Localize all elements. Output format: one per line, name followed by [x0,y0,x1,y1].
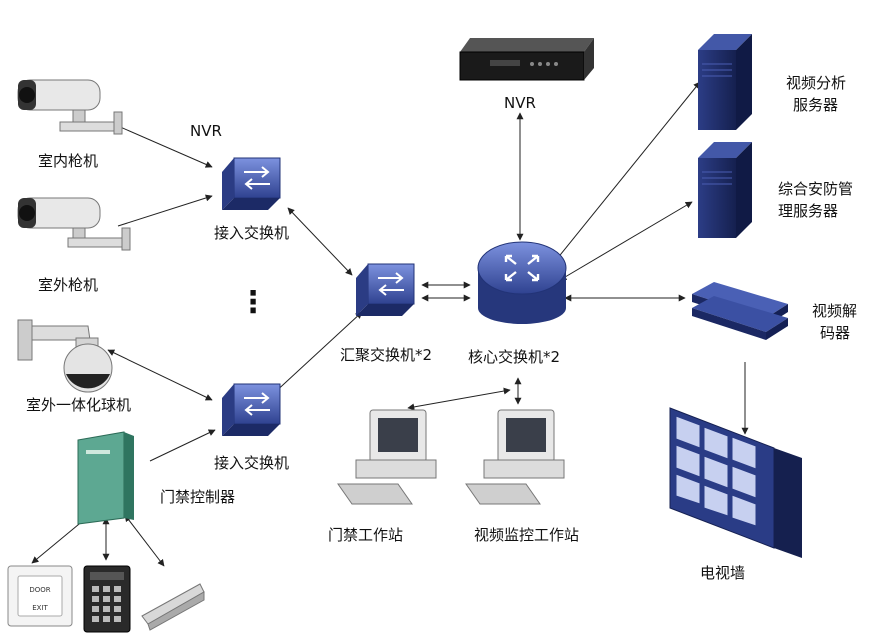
exit-label: EXIT [32,604,48,612]
nvr-recorder-icon [459,38,594,81]
label-access-workstation: 门禁工作站 [328,526,404,544]
link-outdoor-camera-to-switch1 [117,194,213,227]
link-controller-to-magnetic-lock [124,514,165,567]
security-management-server-icon [698,142,752,238]
access-switch-1-icon [222,157,281,210]
label-nvr-left: NVR [190,122,222,140]
access-workstation-icon [337,409,437,505]
outdoor-camera-icon [17,197,131,251]
label-aggregation-switch: 汇聚交换机*2 [340,346,433,364]
label-nvr-top: NVR [504,94,536,112]
door-label: DOOR [29,586,50,594]
label-access-controller: 门禁控制器 [160,488,236,506]
video-decoder-icon [692,282,788,340]
label-video-wall: 电视墙 [700,564,746,582]
label-video-workstation: 视频监控工作站 [474,526,580,544]
connection-lines [31,81,749,567]
core-switch-icon [477,241,567,324]
label-video-analysis-server-line1: 视频分析 [786,74,847,92]
label-video-decoder-line2: 码器 [820,324,851,342]
link-dome-to-switch2 [107,349,213,401]
video-wall-icon [669,407,802,558]
label-dome-camera: 室外一体化球机 [26,396,132,414]
link-switch2-to-aggregation [271,311,363,396]
label-access-switch-2: 接入交换机 [214,454,290,472]
link-controller-to-switch2 [149,429,216,462]
video-analysis-server-icon [698,34,752,130]
aggregation-switch-icon [356,263,415,316]
link-core-to-workstations [407,387,511,411]
access-switch-2-icon [222,383,281,436]
link-core-to-security-server [559,201,693,281]
door-exit-button-icon: DOOR EXIT [7,565,73,627]
magnetic-lock-icon [141,583,205,631]
video-workstation-icon [465,409,565,505]
dome-camera-icon [17,319,113,393]
label-security-server-line1: 综合安防管 [778,180,854,198]
link-switch1-to-aggregation [287,207,353,276]
label-indoor-camera: 室内枪机 [38,152,99,170]
label-access-switch-1: 接入交换机 [214,224,290,242]
indoor-camera-icon [17,79,123,135]
label-outdoor-camera: 室外枪机 [38,276,99,294]
link-indoor-camera-to-switch1 [117,125,213,168]
label-core-switch: 核心交换机*2 [468,348,561,366]
access-controller-icon [77,431,134,525]
label-video-decoder-line1: 视频解 [812,302,858,320]
label-security-server-line2: 理服务器 [778,202,839,220]
ellipsis-more-switches: ⋮ [238,285,268,320]
keypad-reader-icon [83,565,131,633]
label-video-analysis-server-line2: 服务器 [793,96,839,114]
